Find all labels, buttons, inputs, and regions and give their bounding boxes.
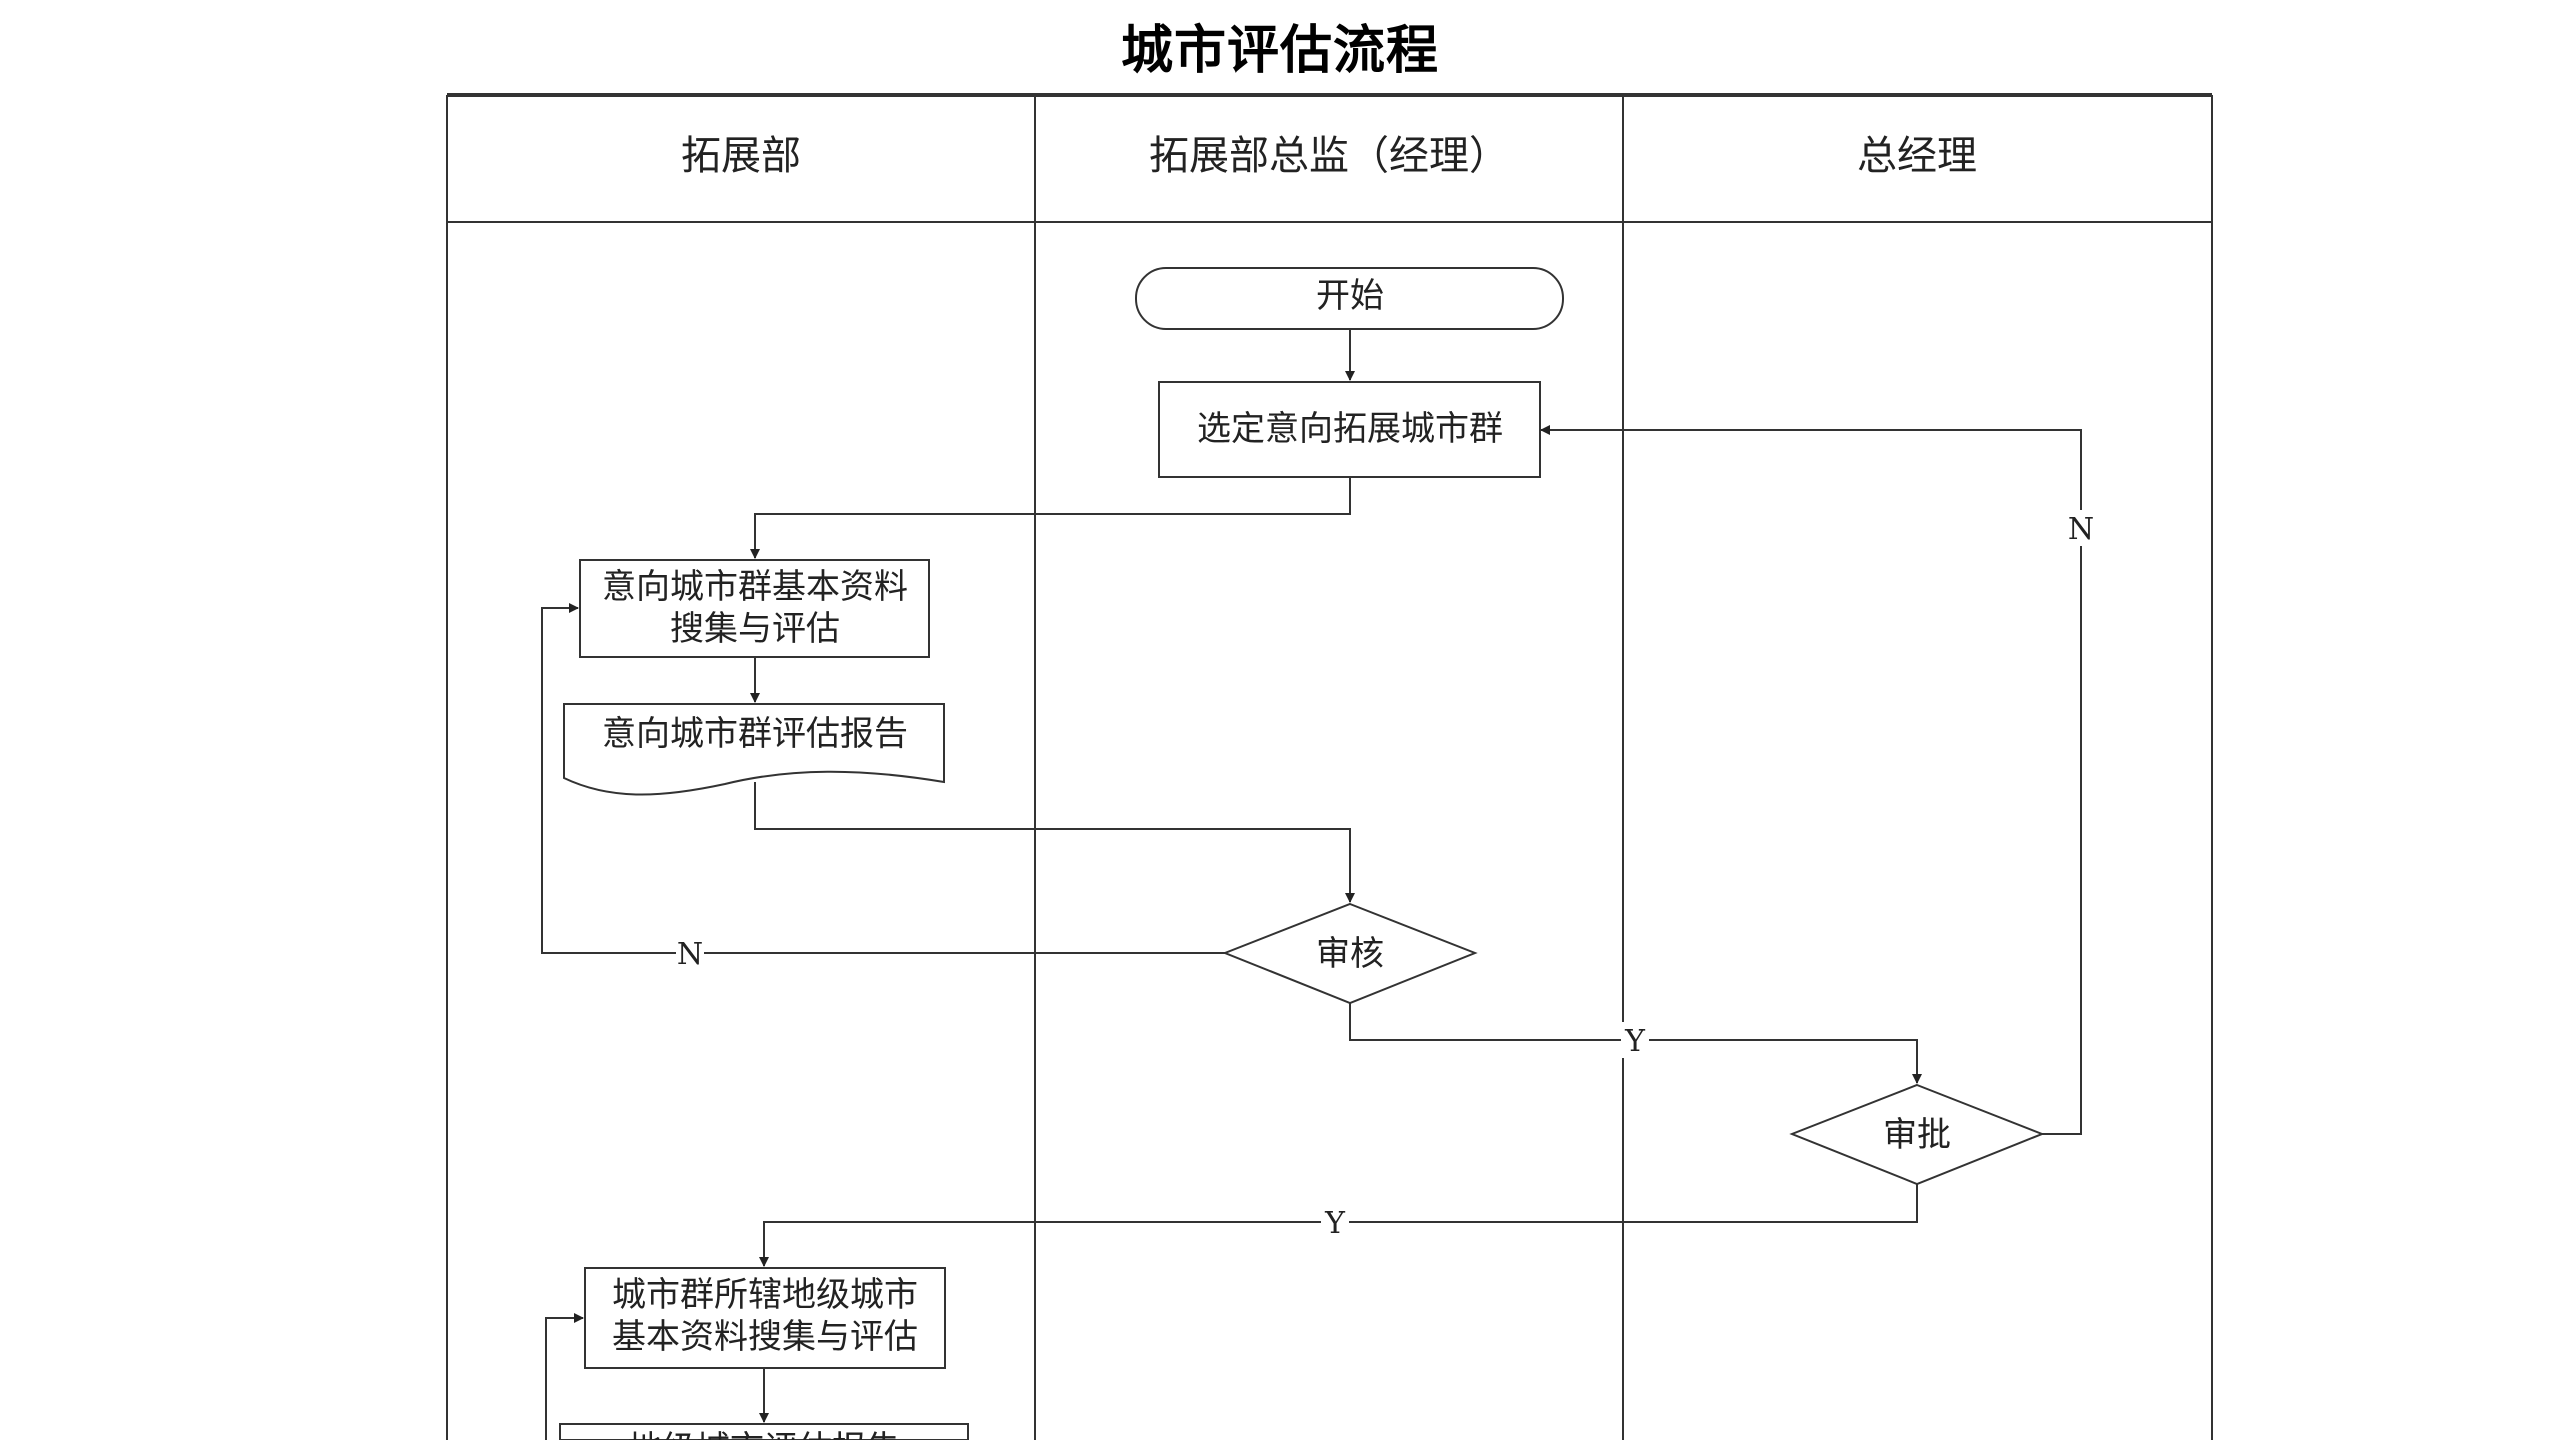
diagram-title: 城市评估流程 bbox=[1120, 21, 1439, 81]
select-cluster-box bbox=[1158, 381, 1541, 478]
collect-info-label-line1: 意向城市群基本资料 bbox=[602, 567, 908, 607]
collect-info-label-line2: 搜集与评估 bbox=[670, 609, 840, 649]
report-document-shape bbox=[563, 703, 945, 796]
city-collect-label-line1: 城市群所辖地级城市 bbox=[612, 1275, 918, 1315]
edge-review-no bbox=[541, 603, 1225, 954]
report-label: 意向城市群评估报告 bbox=[602, 714, 908, 754]
edge-city-loop-back bbox=[545, 1313, 584, 1440]
lane-header-director: 拓展部总监（经理） bbox=[1149, 133, 1509, 179]
collect-info-box bbox=[579, 559, 930, 658]
approve-label: 审批 bbox=[1883, 1115, 1951, 1155]
edge-label-review-yes: Y bbox=[1624, 1024, 1646, 1059]
review-label: 审核 bbox=[1316, 934, 1384, 974]
start-label: 开始 bbox=[1316, 276, 1384, 316]
lane-grid bbox=[446, 93, 2213, 1440]
city-report-label: 地级城市评估报告 bbox=[628, 1429, 900, 1440]
review-diamond bbox=[1222, 902, 1478, 1005]
edge-label-approve-yes: Y bbox=[1324, 1206, 1346, 1241]
edge-select-to-collect bbox=[750, 477, 1351, 559]
edge-report-to-review bbox=[754, 782, 1355, 903]
edge-label-review-no: N bbox=[677, 937, 703, 972]
city-collect-label-line2: 基本资料搜集与评估 bbox=[612, 1317, 918, 1357]
edge-approve-no bbox=[1540, 425, 2082, 1135]
city-report-document-shape bbox=[559, 1423, 969, 1440]
start-terminal bbox=[1135, 267, 1564, 330]
lane-header-gm: 总经理 bbox=[1857, 133, 1977, 179]
city-collect-box bbox=[584, 1267, 946, 1369]
approve-diamond bbox=[1789, 1083, 2045, 1186]
lane-header-dept: 拓展部 bbox=[681, 133, 801, 179]
select-cluster-label: 选定意向拓展城市群 bbox=[1197, 409, 1503, 449]
edge-label-approve-no: N bbox=[2068, 512, 2094, 547]
